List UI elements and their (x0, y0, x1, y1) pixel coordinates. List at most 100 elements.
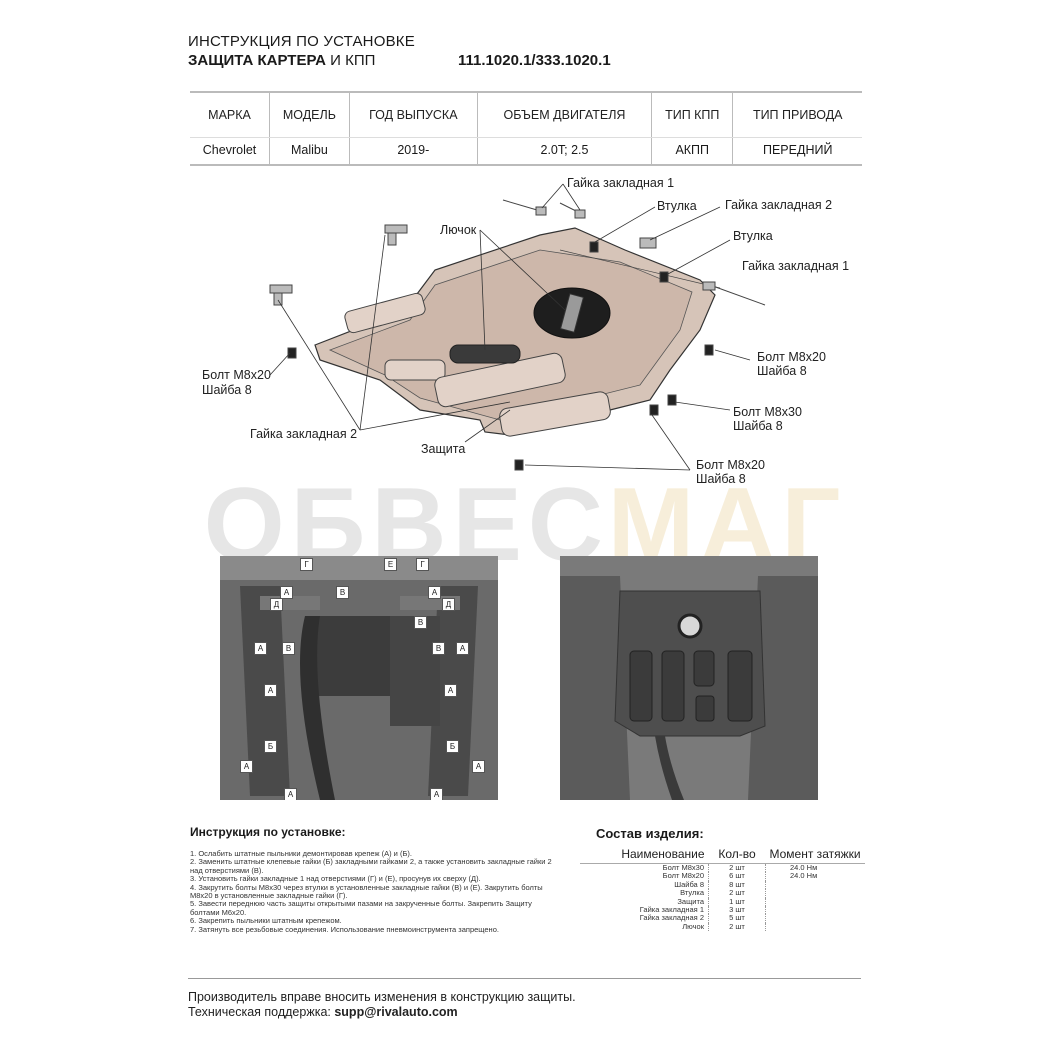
callout-hatch: Лючок (440, 223, 477, 237)
composition-row: Болт М8х20 6 шт 24.0 Нм (580, 871, 865, 881)
spec-header-cell: ТИП КПП (651, 91, 734, 138)
callout-washer-right2: Шайба 8 (733, 419, 783, 433)
guard-exploded-diagram (269, 183, 766, 471)
composition-qty: 6 шт (708, 871, 766, 881)
spec-value-cell: Malibu (269, 137, 350, 166)
underbody-photo-before: Г Е Г А Д В А В А Б А А А Д В А В А Б А … (220, 556, 498, 800)
mount-label: А (456, 642, 469, 655)
mount-label: Б (264, 740, 277, 753)
composition-name: Втулка (680, 888, 704, 898)
spec-header-cell: МОДЕЛЬ (269, 91, 350, 138)
mount-label: А (240, 760, 253, 773)
composition-torque (766, 923, 865, 931)
composition-header-cell: Наименование (580, 845, 709, 864)
document-title-line2: ЗАЩИТА КАРТЕРА И КПП (188, 52, 375, 69)
instruction-step: болтами М6х20. (190, 907, 247, 917)
composition-torque (766, 914, 865, 922)
composition-header-row: Наименование Кол-во Момент затяжки (580, 845, 865, 864)
mount-label: Д (270, 598, 283, 611)
composition-qty: 1 шт (708, 897, 766, 907)
spec-header-cell: ОБЪЕМ ДВИГАТЕЛЯ (477, 91, 653, 138)
mount-label: А (280, 586, 293, 599)
vehicle-spec-table: МАРКА МОДЕЛЬ ГОД ВЫПУСКА ОБЪЕМ ДВИГАТЕЛЯ… (190, 91, 862, 166)
spec-value-cell: 2.0T; 2.5 (477, 137, 653, 166)
composition-name: Болт М8х30 (662, 863, 704, 872)
composition-row: Гайка закладная 2 5 шт (580, 913, 865, 923)
spec-value-row: Chevrolet Malibu 2019- 2.0T; 2.5 АКПП ПЕ… (190, 137, 862, 166)
mount-label: В (336, 586, 349, 599)
composition-qty: 5 шт (708, 914, 766, 923)
support-email: supp@rivalauto.com (334, 1005, 458, 1019)
document-title-rest: И КПП (326, 52, 376, 69)
mount-label: Е (384, 558, 397, 571)
spec-header-row: МАРКА МОДЕЛЬ ГОД ВЫПУСКА ОБЪЕМ ДВИГАТЕЛЯ… (190, 91, 862, 138)
composition-title: Состав изделия: (596, 826, 704, 841)
instructions-title: Инструкция по установке: (190, 825, 346, 839)
footer-disclaimer: Производитель вправе вносить изменения в… (188, 990, 576, 1004)
callout-nut2-top: Гайка закладная 2 (725, 198, 833, 212)
spec-value-cell: ПЕРЕДНИЙ (732, 137, 862, 166)
hardware-sketches (269, 199, 766, 471)
instruction-step: над отверстиями (В). (190, 865, 264, 875)
composition-torque (766, 889, 865, 897)
leader-lines (269, 183, 751, 471)
callout-guard: Защита (421, 442, 466, 456)
instruction-step: 7. Затянуть все резьбовые соединения. Ис… (190, 924, 499, 934)
callout-bolt-right2: Болт М8х30 (733, 405, 802, 419)
callout-bolt-left: Болт М8х20 (202, 368, 271, 382)
mount-label: А (254, 642, 267, 655)
composition-name: Защита (677, 896, 704, 906)
callout-bolt-bottom: Болт М8х20 (696, 458, 765, 472)
underbody-photo-installed (560, 556, 818, 800)
composition-header-cell: Кол-во (708, 845, 766, 864)
instruction-step: 3. Установить гайки закладные 1 над отве… (190, 874, 481, 884)
composition-qty: 3 шт (708, 905, 766, 915)
underbody-photo-before-art (220, 556, 498, 800)
composition-torque: 24.0 Нм (790, 871, 818, 881)
callout-washer-right1: Шайба 8 (757, 364, 807, 378)
composition-qty: 2 шт (708, 888, 766, 898)
instruction-step: М8х20 в установленные закладные гайки (Г… (190, 891, 348, 901)
spec-value-cell: Chevrolet (190, 137, 271, 166)
mount-label: В (282, 642, 295, 655)
composition-row: Втулка 2 шт (580, 888, 865, 898)
footer-support: Техническая поддержка: supp@rivalauto.co… (188, 1005, 458, 1019)
mount-label: А (472, 760, 485, 773)
mount-label: А (264, 684, 277, 697)
composition-qty: 8 шт (708, 880, 766, 890)
document-title-bold: ЗАЩИТА КАРТЕРА (188, 52, 326, 69)
instruction-step: 6. Закрепить пыльники штатным крепежом. (190, 916, 342, 926)
watermark: ОБВЕСМАГ (0, 470, 1050, 580)
mount-label: А (444, 684, 457, 697)
callout-nut1-top: Гайка закладная 1 (567, 176, 675, 190)
composition-torque (766, 906, 865, 914)
spec-value-cell: АКПП (651, 137, 734, 166)
composition-qty: 2 шт (708, 922, 766, 932)
callout-nut2-bottom: Гайка закладная 2 (250, 427, 358, 441)
composition-name: Гайка закладная 1 (639, 905, 704, 915)
mount-label: В (432, 642, 445, 655)
spec-header-cell: ГОД ВЫПУСКА (349, 91, 478, 138)
callout-nut1-right: Гайка закладная 1 (742, 259, 850, 273)
composition-name: Болт М8х20 (662, 871, 704, 881)
callout-washer-bottom: Шайба 8 (696, 472, 746, 486)
instruction-step: 5. Завести переднюю часть защиты открыты… (190, 899, 532, 909)
instructions-list: 1. Ослабить штатные пыльники демонтирова… (190, 849, 570, 934)
composition-name: Гайка закладная 2 (639, 913, 704, 923)
composition-row: Защита 1 шт (580, 896, 865, 907)
spec-header-cell: МАРКА (190, 91, 271, 138)
footer-divider (188, 978, 861, 979)
mount-label: А (430, 788, 443, 800)
spec-header-cell: ТИП ПРИВОДА (732, 91, 862, 138)
instruction-step: 2. Заменить штатные клепевые гайки (Б) з… (190, 857, 552, 867)
mount-label: Д (442, 598, 455, 611)
support-label: Техническая поддержка: (188, 1005, 335, 1019)
composition-torque (766, 898, 865, 906)
composition-name: Лючок (682, 921, 704, 931)
composition-torque (766, 881, 865, 889)
product-code: 111.1020.1/333.1020.1 (458, 52, 611, 69)
instruction-step: 1. Ослабить штатные пыльники демонтирова… (190, 849, 412, 858)
callout-bushing-top: Втулка (657, 199, 697, 213)
document-title-line1: ИНСТРУКЦИЯ ПО УСТАНОВКЕ (188, 33, 415, 50)
composition-row: Гайка закладная 1 3 шт (580, 905, 865, 915)
